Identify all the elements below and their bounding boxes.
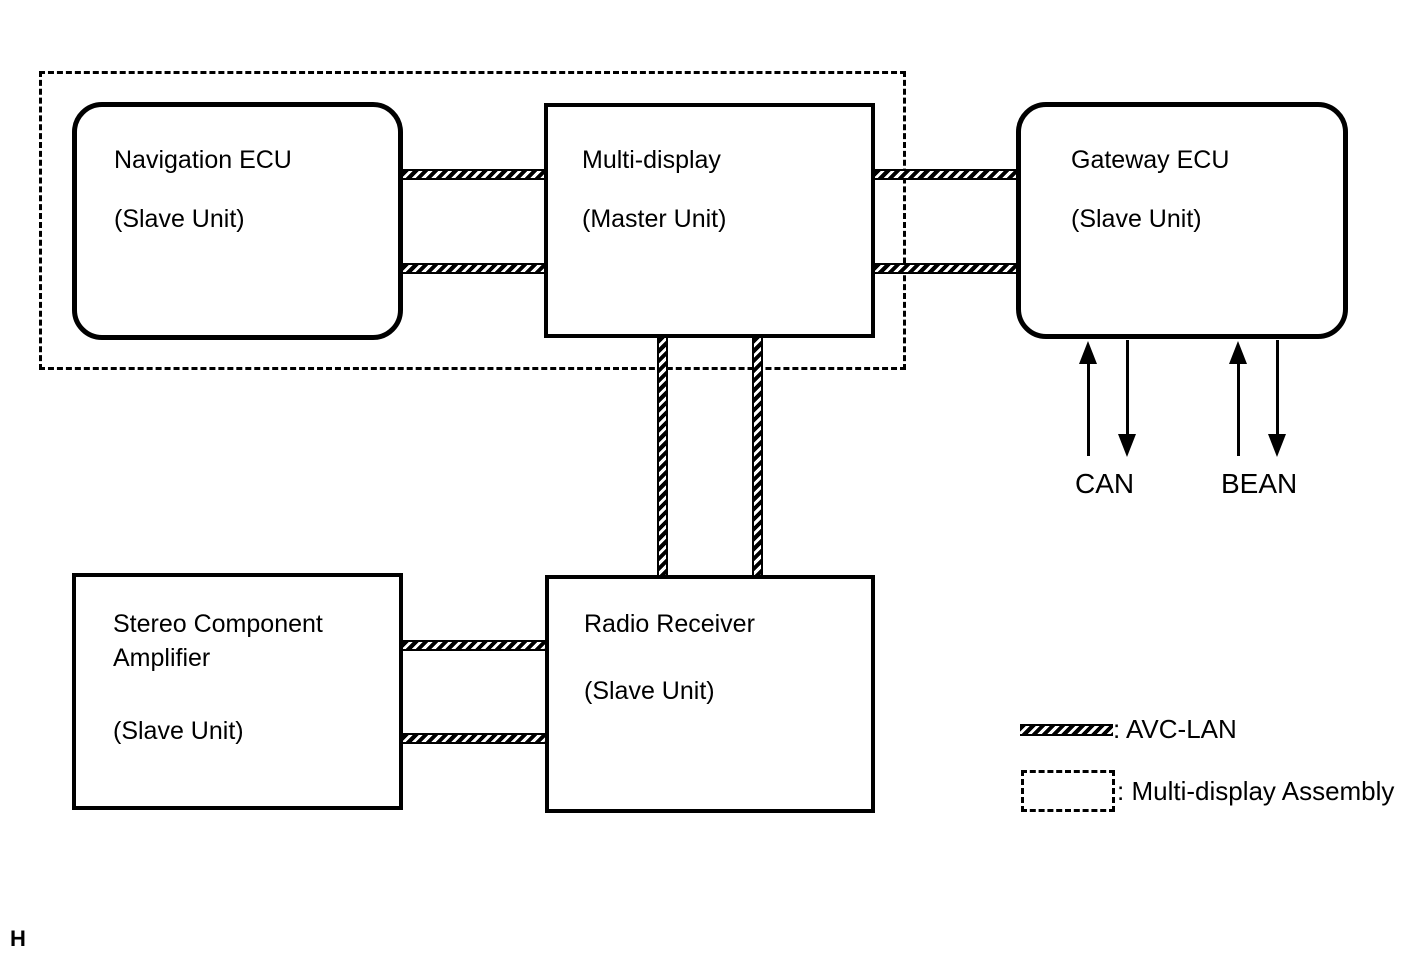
avc-lan-connector-nav-multi-bottom <box>403 263 545 274</box>
node-radio-receiver: Radio Receiver (Slave Unit) <box>545 575 875 813</box>
node-subtitle: (Slave Unit) <box>1071 205 1202 233</box>
arrowhead-down <box>1118 434 1136 457</box>
can-bus-label: CAN <box>1075 468 1135 499</box>
node-subtitle: (Slave Unit) <box>113 717 244 745</box>
page-footer-mark: H <box>10 926 26 951</box>
node-title: Stereo Component Amplifier <box>113 610 323 672</box>
avc-lan-connector-multi-gateway-top <box>875 169 1016 180</box>
arrow-shaft <box>1086 361 1090 456</box>
node-title: Radio Receiver <box>584 610 755 638</box>
node-subtitle: (Slave Unit) <box>584 677 715 705</box>
node-title: Multi-display <box>582 146 721 174</box>
bean-arrow-down-icon <box>1268 340 1286 457</box>
can-arrow-up-icon <box>1079 341 1097 456</box>
multi-display-assembly-outline <box>39 71 906 370</box>
node-gateway-ecu: Gateway ECU (Slave Unit) <box>1016 102 1348 339</box>
node-subtitle: (Master Unit) <box>582 205 727 233</box>
node-navigation-ecu: Navigation ECU (Slave Unit) <box>72 102 403 340</box>
node-title: Gateway ECU <box>1071 146 1230 174</box>
legend-assembly-label: : Multi-display Assembly <box>1117 776 1395 806</box>
legend-avc-lan-label: : AVC-LAN <box>1113 714 1237 744</box>
avc-lan-connector-stereo-radio-top <box>403 640 545 651</box>
can-arrow-down-icon <box>1118 340 1136 457</box>
arrow-shaft <box>1236 361 1240 456</box>
arrow-shaft <box>1275 340 1279 437</box>
node-stereo-component-amplifier: Stereo Component Amplifier (Slave Unit) <box>72 573 403 810</box>
avc-lan-connector-multi-radio-right <box>752 338 763 575</box>
arrowhead-down <box>1268 434 1286 457</box>
node-multi-display: Multi-display (Master Unit) <box>544 103 875 338</box>
arrow-shaft <box>1125 340 1129 437</box>
avc-lan-connector-multi-radio-left <box>657 338 668 575</box>
node-subtitle: (Slave Unit) <box>114 205 245 233</box>
node-title: Navigation ECU <box>114 146 292 174</box>
arrowhead-up <box>1229 341 1247 364</box>
legend-avc-lan-swatch-icon <box>1020 724 1113 736</box>
legend-assembly-swatch-icon <box>1021 770 1115 812</box>
bean-arrow-up-icon <box>1229 341 1247 456</box>
avc-lan-connector-multi-gateway-bottom <box>875 263 1016 274</box>
bean-bus-label: BEAN <box>1221 468 1298 499</box>
avc-lan-connector-stereo-radio-bottom <box>403 733 545 744</box>
arrowhead-up <box>1079 341 1097 364</box>
avc-lan-connector-nav-multi-top <box>403 169 545 180</box>
